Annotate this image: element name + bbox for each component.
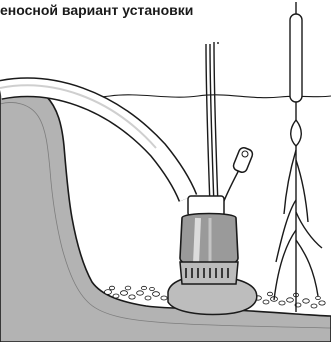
cattail-plant (274, 2, 322, 312)
float-switch (232, 146, 254, 173)
power-cables (206, 42, 242, 206)
submersible-pump (180, 196, 238, 284)
